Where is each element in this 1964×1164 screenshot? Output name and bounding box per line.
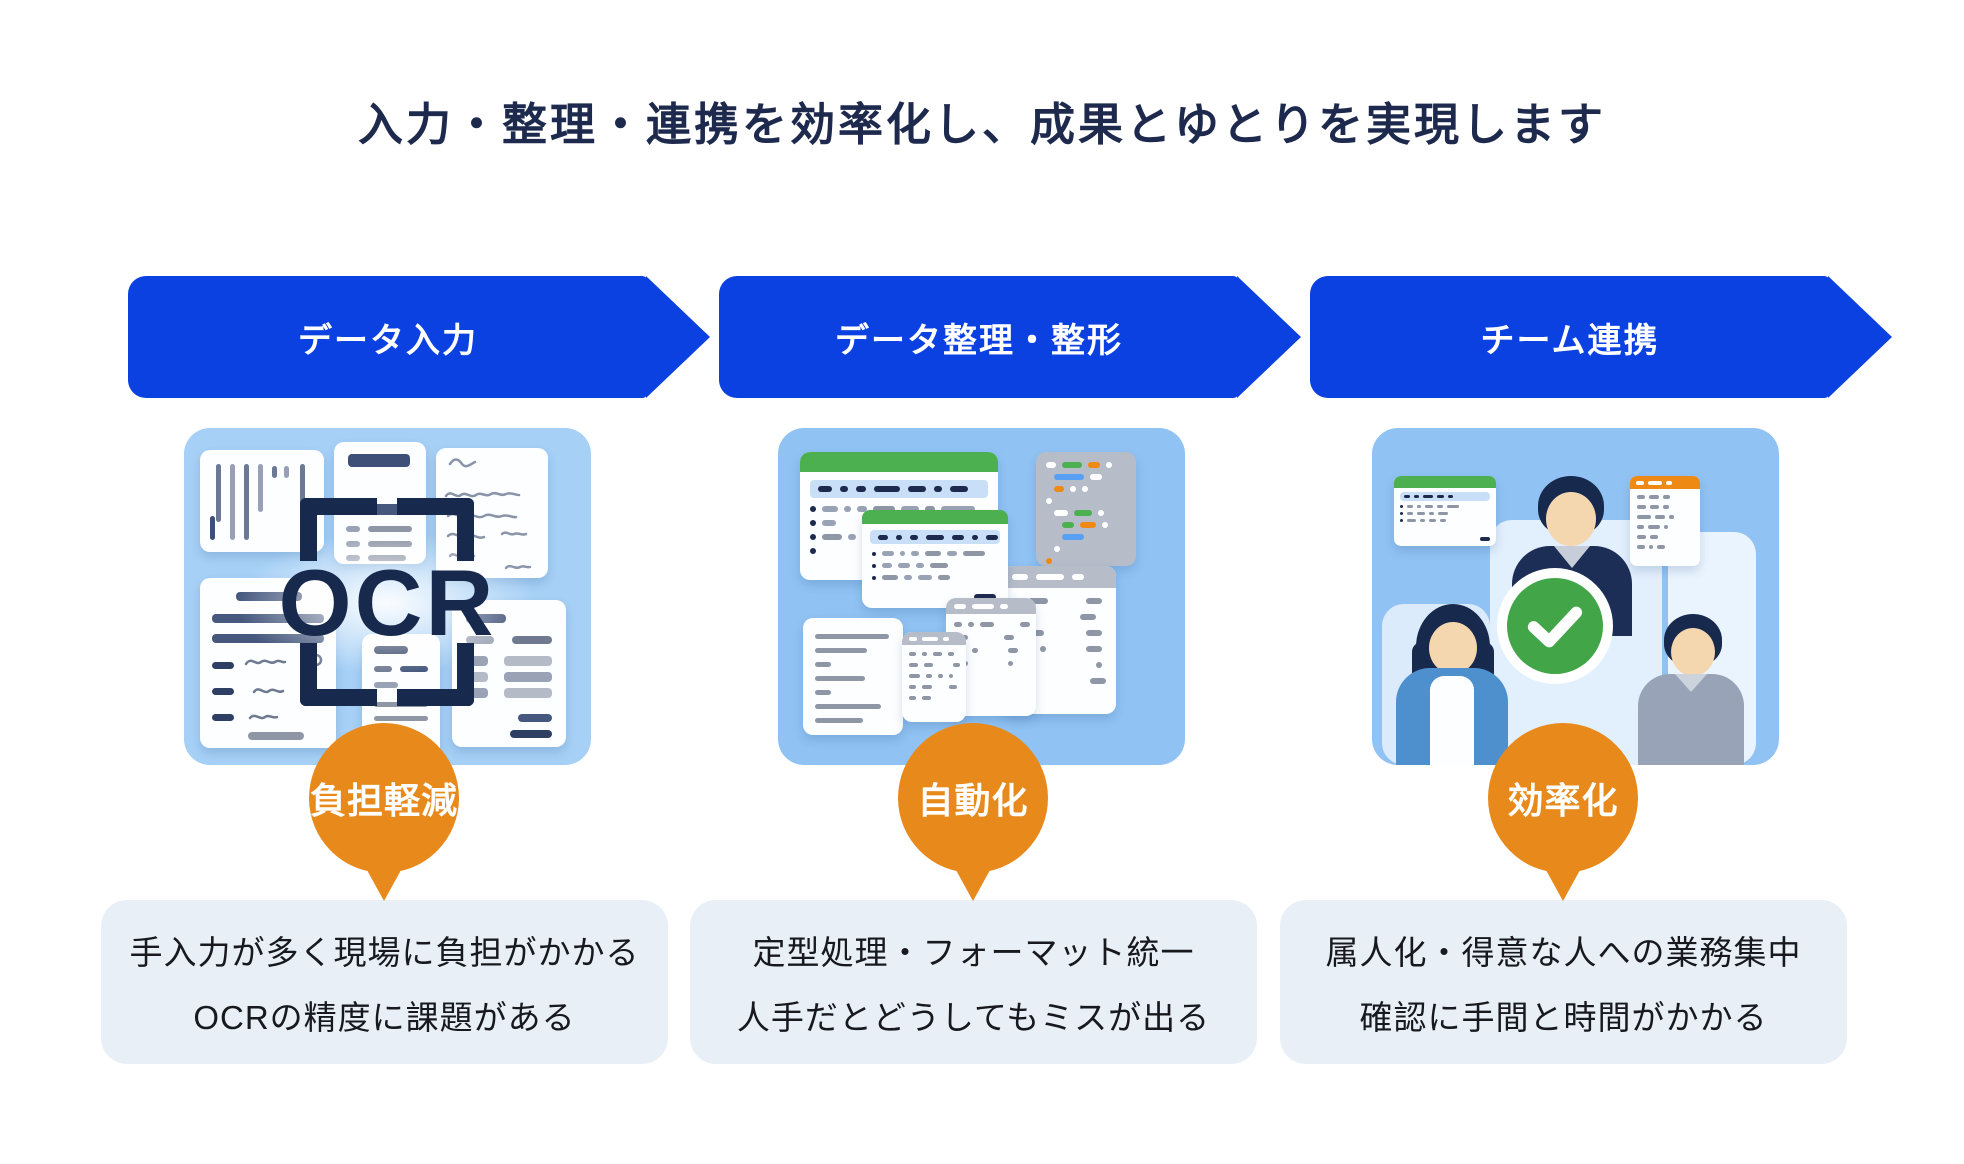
badge-label: 効率化	[1507, 780, 1619, 821]
spreadsheet-card	[1394, 476, 1496, 546]
badge-circle: 負担軽減	[309, 723, 459, 873]
description-line: 確認に手間と時間がかかる	[1359, 998, 1768, 1036]
spreadsheet-card	[862, 510, 1008, 608]
badge-circle: 効率化	[1488, 723, 1638, 873]
description-line: 人手だとどうしてもミスが出る	[736, 998, 1211, 1036]
document-card	[803, 618, 903, 735]
banner-label: チーム連携	[1480, 321, 1660, 360]
step-banner-team-collaboration: チーム連携	[1310, 276, 1894, 398]
description-box-team-collaboration: 属人化・得意な人への業務集中 確認に手間と時間がかかる	[1280, 900, 1847, 1064]
table-card-orange	[1630, 476, 1700, 566]
scan-frame-icon	[300, 498, 474, 706]
description-line: 定型処理・フォーマット統一	[752, 933, 1195, 971]
description-box-data-formatting: 定型処理・フォーマット統一 人手だとどうしてもミスが出る	[690, 900, 1257, 1064]
badge-label: 負担軽減	[309, 780, 458, 821]
badge-label: 自動化	[917, 780, 1029, 821]
banner-label: データ整理・整形	[835, 321, 1123, 360]
banner-body: データ入力	[128, 276, 648, 398]
ocr-text: OCR	[278, 550, 497, 655]
table-card	[902, 632, 966, 722]
spreadsheet-header-green	[862, 510, 1008, 524]
code-card	[1036, 452, 1136, 566]
arrow-right-icon	[1828, 276, 1892, 398]
arrow-right-icon	[1237, 276, 1301, 398]
description-line: 手入力が多く現場に負担がかかる	[129, 933, 640, 971]
step-banner-data-formatting: データ整理・整形	[719, 276, 1303, 398]
badge-circle: 自動化	[898, 723, 1048, 873]
check-icon	[1497, 568, 1613, 684]
arrow-right-icon	[646, 276, 710, 398]
person-figure-right	[1638, 614, 1744, 765]
glow-effect	[239, 533, 535, 673]
description-line: OCRの精度に課題がある	[193, 998, 576, 1036]
illustration-team-approval	[1372, 428, 1779, 765]
banner-body: データ整理・整形	[719, 276, 1239, 398]
description-line: 属人化・得意な人への業務集中	[1325, 933, 1802, 971]
description-box-data-input: 手入力が多く現場に負担がかかる OCRの精度に課題がある	[101, 900, 668, 1064]
illustration-spreadsheets-code	[778, 428, 1185, 765]
person-figure-left	[1396, 604, 1508, 765]
benefit-badge-automation: 自動化	[898, 723, 1048, 911]
page-title: 入力・整理・連携を効率化し、成果とゆとりを実現します	[357, 99, 1606, 150]
benefit-badge-efficiency: 効率化	[1488, 723, 1638, 911]
benefit-badge-burden-reduction: 負担軽減	[309, 723, 459, 911]
step-banner-data-input: データ入力	[128, 276, 712, 398]
banner-label: データ入力	[298, 321, 478, 360]
spreadsheet-header-green	[800, 452, 998, 472]
illustration-ocr-documents: OCR	[184, 428, 591, 765]
banner-body: チーム連携	[1310, 276, 1830, 398]
